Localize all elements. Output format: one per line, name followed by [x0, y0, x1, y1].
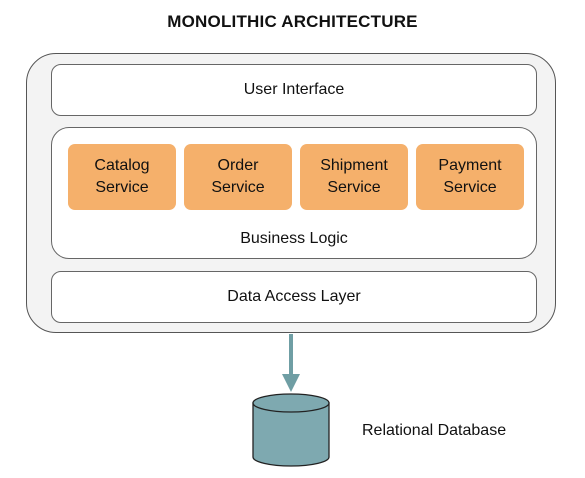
shipment-service: Shipment Service — [300, 144, 408, 210]
business-logic-label: Business Logic — [240, 230, 348, 247]
payment-service: Payment Service — [416, 144, 524, 210]
data-access-layer: Data Access Layer — [51, 271, 537, 323]
database-cylinder-icon — [252, 393, 330, 467]
catalog-service: Catalog Service — [68, 144, 176, 210]
business-logic-layer: Catalog Service Order Service Shipment S… — [51, 127, 537, 259]
user-interface-layer: User Interface — [51, 64, 537, 116]
relational-database-label: Relational Database — [362, 422, 507, 439]
down-arrow-icon — [282, 334, 300, 392]
diagram-title: MONOLITHIC ARCHITECTURE — [167, 12, 418, 31]
order-service: Order Service — [184, 144, 292, 210]
